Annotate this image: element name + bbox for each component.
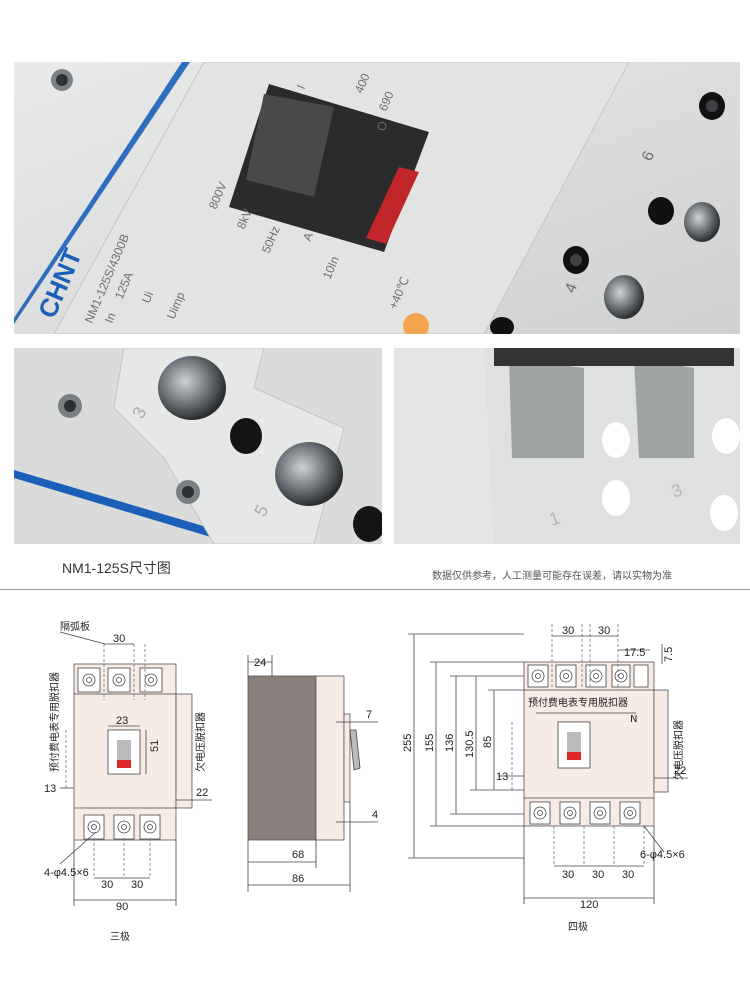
dim-four-pole-30-b: 30	[598, 625, 610, 637]
dim-three-pole-22: 22	[196, 787, 208, 799]
four-pole-name: 四极	[568, 920, 588, 933]
side-view	[247, 655, 378, 892]
dim-side-86: 86	[292, 873, 304, 885]
dim-side-7: 7	[366, 709, 372, 721]
dim-three-pole-23: 23	[116, 715, 128, 727]
dim-three-pole-30-bottom-a: 30	[101, 879, 113, 891]
dimension-title: NM1-125S尺寸图	[62, 560, 171, 576]
arc-plate-label: 隔弧板	[60, 620, 90, 633]
dim-four-pole-85: 85	[482, 736, 494, 748]
dim-side-4: 4	[372, 809, 378, 821]
dim-four-pole-30-bottom-c: 30	[622, 869, 634, 881]
three-pole-name: 三极	[110, 930, 130, 943]
product-photo-terminals-right: 1 3	[394, 348, 740, 544]
product-photo-top: CHNT NM1-125S/4300B In 125A Ui Uimp 800V…	[14, 62, 740, 334]
dim-three-pole-90: 90	[116, 901, 128, 913]
dim-four-pole-30-a: 30	[562, 625, 574, 637]
dim-four-pole-255: 255	[402, 734, 414, 752]
four-pole-prepaid-release-label: 预付费电表专用脱扣器	[528, 696, 628, 709]
prepaid-release-label: 预付费电表专用脱扣器	[48, 672, 61, 772]
dim-three-pole-30-bottom-b: 30	[131, 879, 143, 891]
undervoltage-release-label: 欠电压脱扣器	[194, 712, 207, 772]
ui-label: Ui	[139, 289, 156, 305]
three-pole-front-view	[59, 631, 212, 906]
dimension-drawing: 隔弧板 预付费电表专用脱扣器 欠电压脱扣器 30 23 51 13 22 30 …	[44, 620, 688, 943]
dim-four-pole-155: 155	[424, 734, 436, 752]
four-pole-undervoltage-release-label: 欠电压脱扣器	[672, 720, 685, 780]
dim-three-pole-13: 13	[44, 783, 56, 795]
dim-four-pole-13: 13	[496, 771, 508, 783]
dim-three-pole-30-top: 30	[113, 633, 125, 645]
dim-four-pole-130-5: 130.5	[464, 730, 476, 758]
product-photo-terminals-left: 3 5	[14, 348, 382, 544]
dim-four-pole-120: 120	[580, 899, 598, 911]
four-pole-front-view	[408, 624, 688, 904]
dim-four-pole-30-bottom-b: 30	[592, 869, 604, 881]
dim-side-24: 24	[254, 657, 266, 669]
dim-side-68: 68	[292, 849, 304, 861]
divider	[0, 589, 750, 590]
four-pole-holes-label: 6-φ4.5×6	[640, 849, 685, 861]
four-pole-n-mark: N	[630, 714, 637, 725]
switch-on-mark: I	[294, 83, 308, 92]
dim-three-pole-51: 51	[149, 740, 161, 752]
dim-four-pole-22: 22	[674, 765, 686, 777]
dim-four-pole-7-5: 7.5	[663, 647, 675, 662]
dim-four-pole-30-bottom-a: 30	[562, 869, 574, 881]
three-pole-holes-label: 4-φ4.5×6	[44, 867, 89, 879]
dim-four-pole-136: 136	[444, 734, 456, 752]
disclaimer-text: 数据仅供参考，人工测量可能存在误差，请以实物为准	[432, 571, 672, 582]
dim-four-pole-17-5: 17.5	[624, 647, 645, 659]
